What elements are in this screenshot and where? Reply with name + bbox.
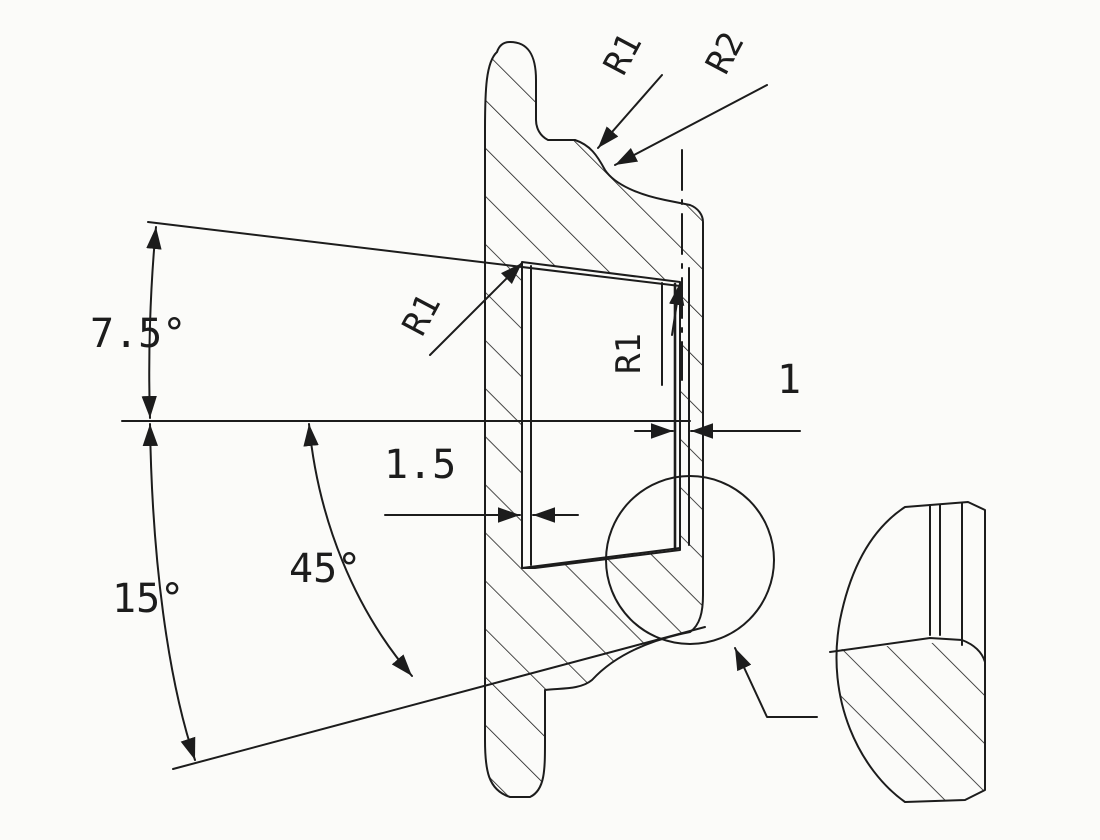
angle-dim-upper bbox=[141, 226, 162, 419]
detail-circle bbox=[605, 475, 775, 645]
leader-r2-top bbox=[614, 84, 768, 166]
bore-cutout bbox=[521, 261, 681, 569]
lower-bore-chamfer bbox=[521, 547, 681, 569]
label-dim-1: 1 bbox=[777, 357, 801, 403]
lower-cone-line bbox=[172, 626, 706, 770]
label-dim-1-5: 1.5 bbox=[384, 442, 456, 488]
upper-cone-line bbox=[147, 221, 681, 287]
angle-dim-45 bbox=[303, 423, 413, 677]
detail-leader bbox=[734, 647, 818, 718]
leader-r1-bore bbox=[429, 262, 523, 356]
label-angle-lower: 15° bbox=[112, 576, 184, 622]
label-r1-bore: R1 bbox=[395, 287, 450, 342]
detail-view bbox=[829, 501, 986, 803]
leader-r1-step bbox=[669, 282, 685, 336]
angle-dim-lower bbox=[142, 423, 196, 761]
label-r1-top: R1 bbox=[596, 27, 651, 82]
label-angle-upper: 7.5° bbox=[90, 311, 186, 357]
label-angle-45: 45° bbox=[289, 546, 361, 592]
leader-r1-top bbox=[597, 74, 663, 149]
label-r2-top: R2 bbox=[698, 26, 753, 81]
label-r1-step: R1 bbox=[609, 333, 649, 374]
